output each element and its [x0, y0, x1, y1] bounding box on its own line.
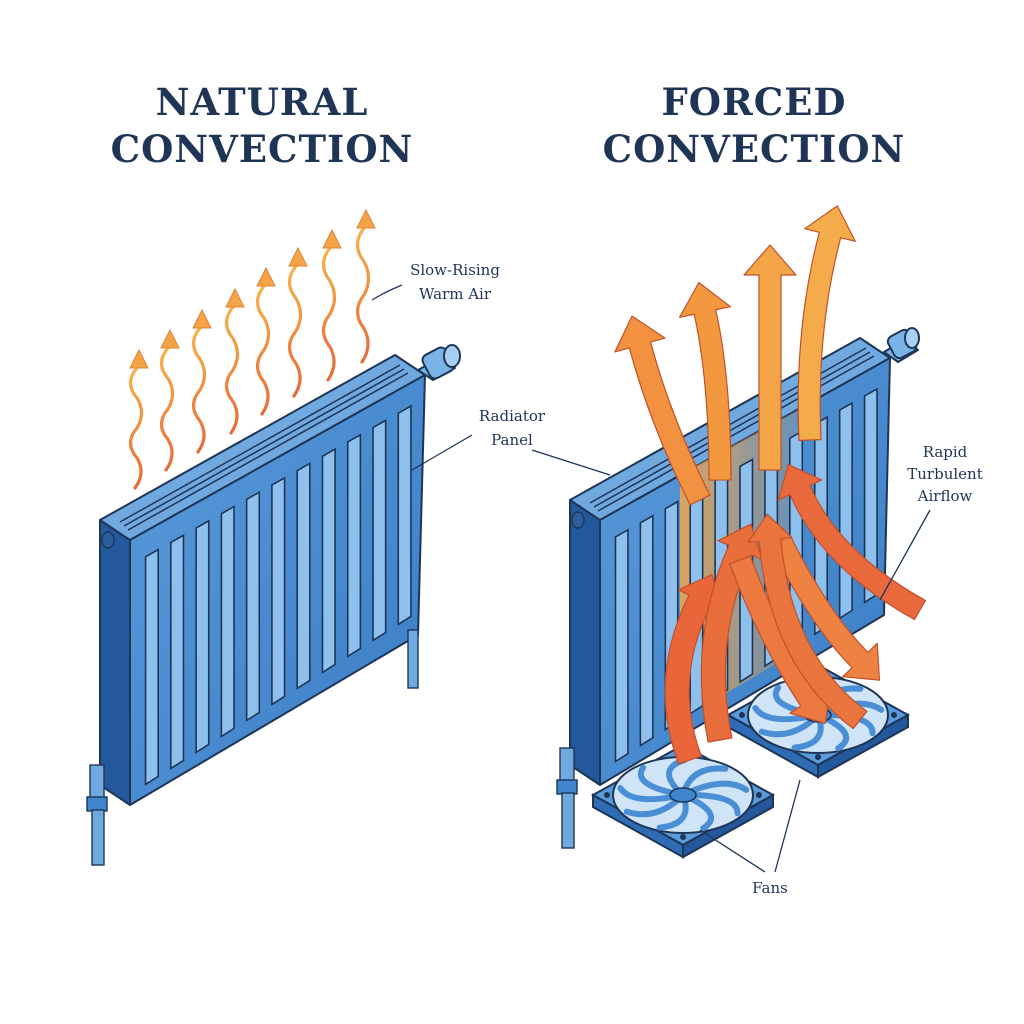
fan-blade	[656, 798, 689, 831]
fan-blade	[623, 797, 680, 818]
natural-fin	[397, 404, 412, 626]
rapid-turbulent-airflow-arrows	[614, 205, 927, 765]
warm-air-squiggle	[224, 305, 240, 435]
airflow-arrow	[700, 523, 763, 743]
airflow-arrow	[743, 244, 797, 471]
warm-air-arrowhead	[322, 228, 342, 249]
fan-blade	[758, 717, 815, 738]
natural-fin	[220, 505, 235, 738]
natural-valve	[417, 344, 461, 381]
fan-screw	[815, 754, 821, 760]
fan-screw	[756, 792, 762, 798]
warm-air-squiggle	[287, 264, 303, 398]
warm-air-arrowhead	[192, 308, 212, 329]
forced-fin	[838, 401, 853, 620]
forced-fin	[614, 528, 629, 763]
warm-air-squiggle	[191, 326, 207, 454]
fan-screw	[680, 834, 686, 840]
natural-fin	[195, 519, 210, 754]
label-slow-rising-line2: Warm Air	[419, 285, 492, 303]
leader-radiator-panel-left	[411, 434, 473, 471]
title-forced-line1: FORCED	[662, 80, 847, 124]
fan-blade	[617, 785, 675, 803]
fan-blade	[752, 705, 810, 723]
fan-blade	[791, 718, 824, 751]
natural-fin	[271, 476, 286, 706]
warm-air-squiggle	[159, 346, 175, 472]
leader-rapid-turbulent	[879, 509, 931, 601]
label-rapid-line1: Rapid	[923, 443, 968, 461]
title-natural-line1: NATURAL	[156, 80, 369, 124]
slow-rising-warm-air-arrows	[128, 208, 376, 490]
label-rapid-line3: Airflow	[917, 487, 973, 505]
warm-air-squiggle	[355, 226, 371, 364]
fan-blade	[689, 796, 715, 832]
label-radiator-panel-line1: Radiator	[479, 407, 546, 425]
fan-blade	[824, 716, 850, 752]
warm-air-squiggle	[321, 246, 337, 382]
forced-pipe-bottom	[561, 792, 575, 849]
airflow-arrow	[797, 205, 856, 441]
title-forced-line2: CONVECTION	[603, 127, 906, 171]
fan-screw	[891, 712, 897, 718]
fan-screw	[739, 712, 745, 718]
warm-air-squiggle	[128, 366, 144, 490]
warm-air-arrowhead	[129, 348, 149, 369]
forced-pipe-top	[559, 747, 575, 785]
warm-air-arrowhead	[356, 208, 376, 229]
natural-fin	[144, 548, 159, 786]
natural-fin	[245, 490, 261, 722]
natural-pipe-bottom	[91, 809, 105, 866]
natural-pipe-joint	[86, 796, 108, 812]
label-rapid-line2: Turbulent	[907, 465, 982, 483]
fan-blade	[682, 765, 729, 792]
airflow-arrow	[678, 282, 732, 481]
fan-hub	[669, 787, 697, 803]
warm-air-squiggle	[255, 284, 271, 416]
natural-radiator-fins	[144, 404, 412, 786]
natural-fin	[346, 433, 362, 658]
natural-fin	[321, 447, 336, 674]
fan-left	[590, 743, 776, 859]
natural-right-leg	[407, 629, 419, 689]
warm-air-arrowhead	[256, 266, 276, 287]
natural-fin	[296, 462, 311, 690]
fan-blade	[692, 792, 741, 817]
leader-slow-rising	[371, 284, 403, 301]
forced-fin	[639, 514, 654, 748]
title-natural-line2: CONVECTION	[111, 127, 414, 171]
warm-air-arrowhead	[225, 287, 245, 308]
warm-air-arrowhead	[288, 246, 308, 267]
leader-fans-right	[774, 779, 801, 873]
forced-pipe-joint	[556, 779, 578, 795]
label-slow-rising-line1: Slow-Rising	[410, 261, 500, 279]
fan-screw	[604, 792, 610, 798]
fan-blade	[637, 764, 675, 796]
airflow-arrow	[614, 315, 711, 506]
label-radiator-panel-line2: Panel	[491, 431, 533, 449]
leader-radiator-panel-right	[531, 449, 611, 476]
airflow-arrow	[747, 513, 868, 730]
forced-valve	[883, 327, 920, 363]
airflow-arrow	[769, 534, 881, 681]
natural-radiator	[86, 344, 461, 866]
natural-fin	[372, 419, 387, 642]
natural-top-grille	[119, 364, 409, 531]
airflow-arrow	[777, 464, 927, 621]
warm-air-arrowhead	[160, 328, 180, 349]
label-fans: Fans	[752, 879, 788, 897]
fan-blade	[689, 780, 750, 794]
airflow-arrow	[664, 574, 723, 765]
natural-fin	[170, 533, 185, 770]
leader-fans-left	[699, 829, 766, 873]
